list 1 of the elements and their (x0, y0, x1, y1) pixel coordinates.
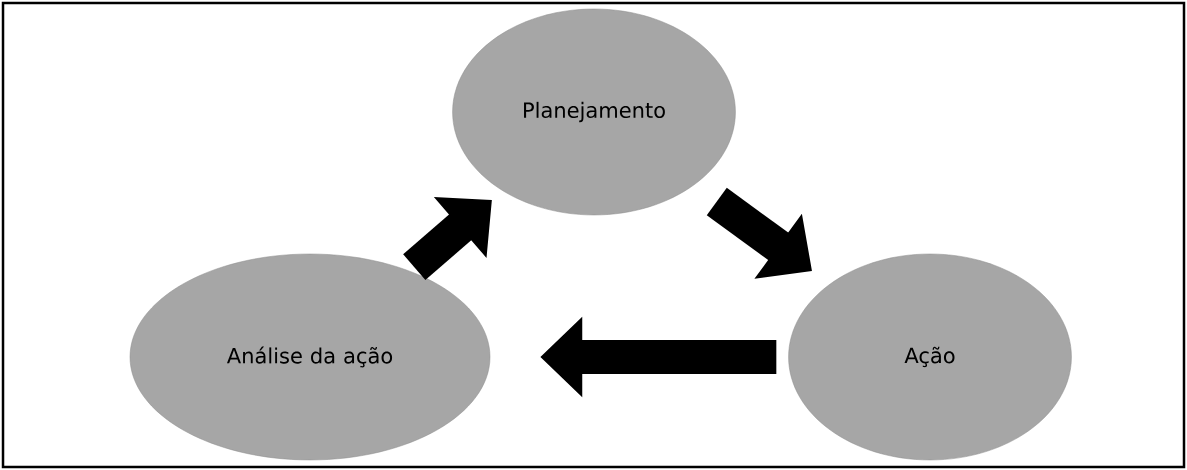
block-arrow (403, 196, 492, 280)
